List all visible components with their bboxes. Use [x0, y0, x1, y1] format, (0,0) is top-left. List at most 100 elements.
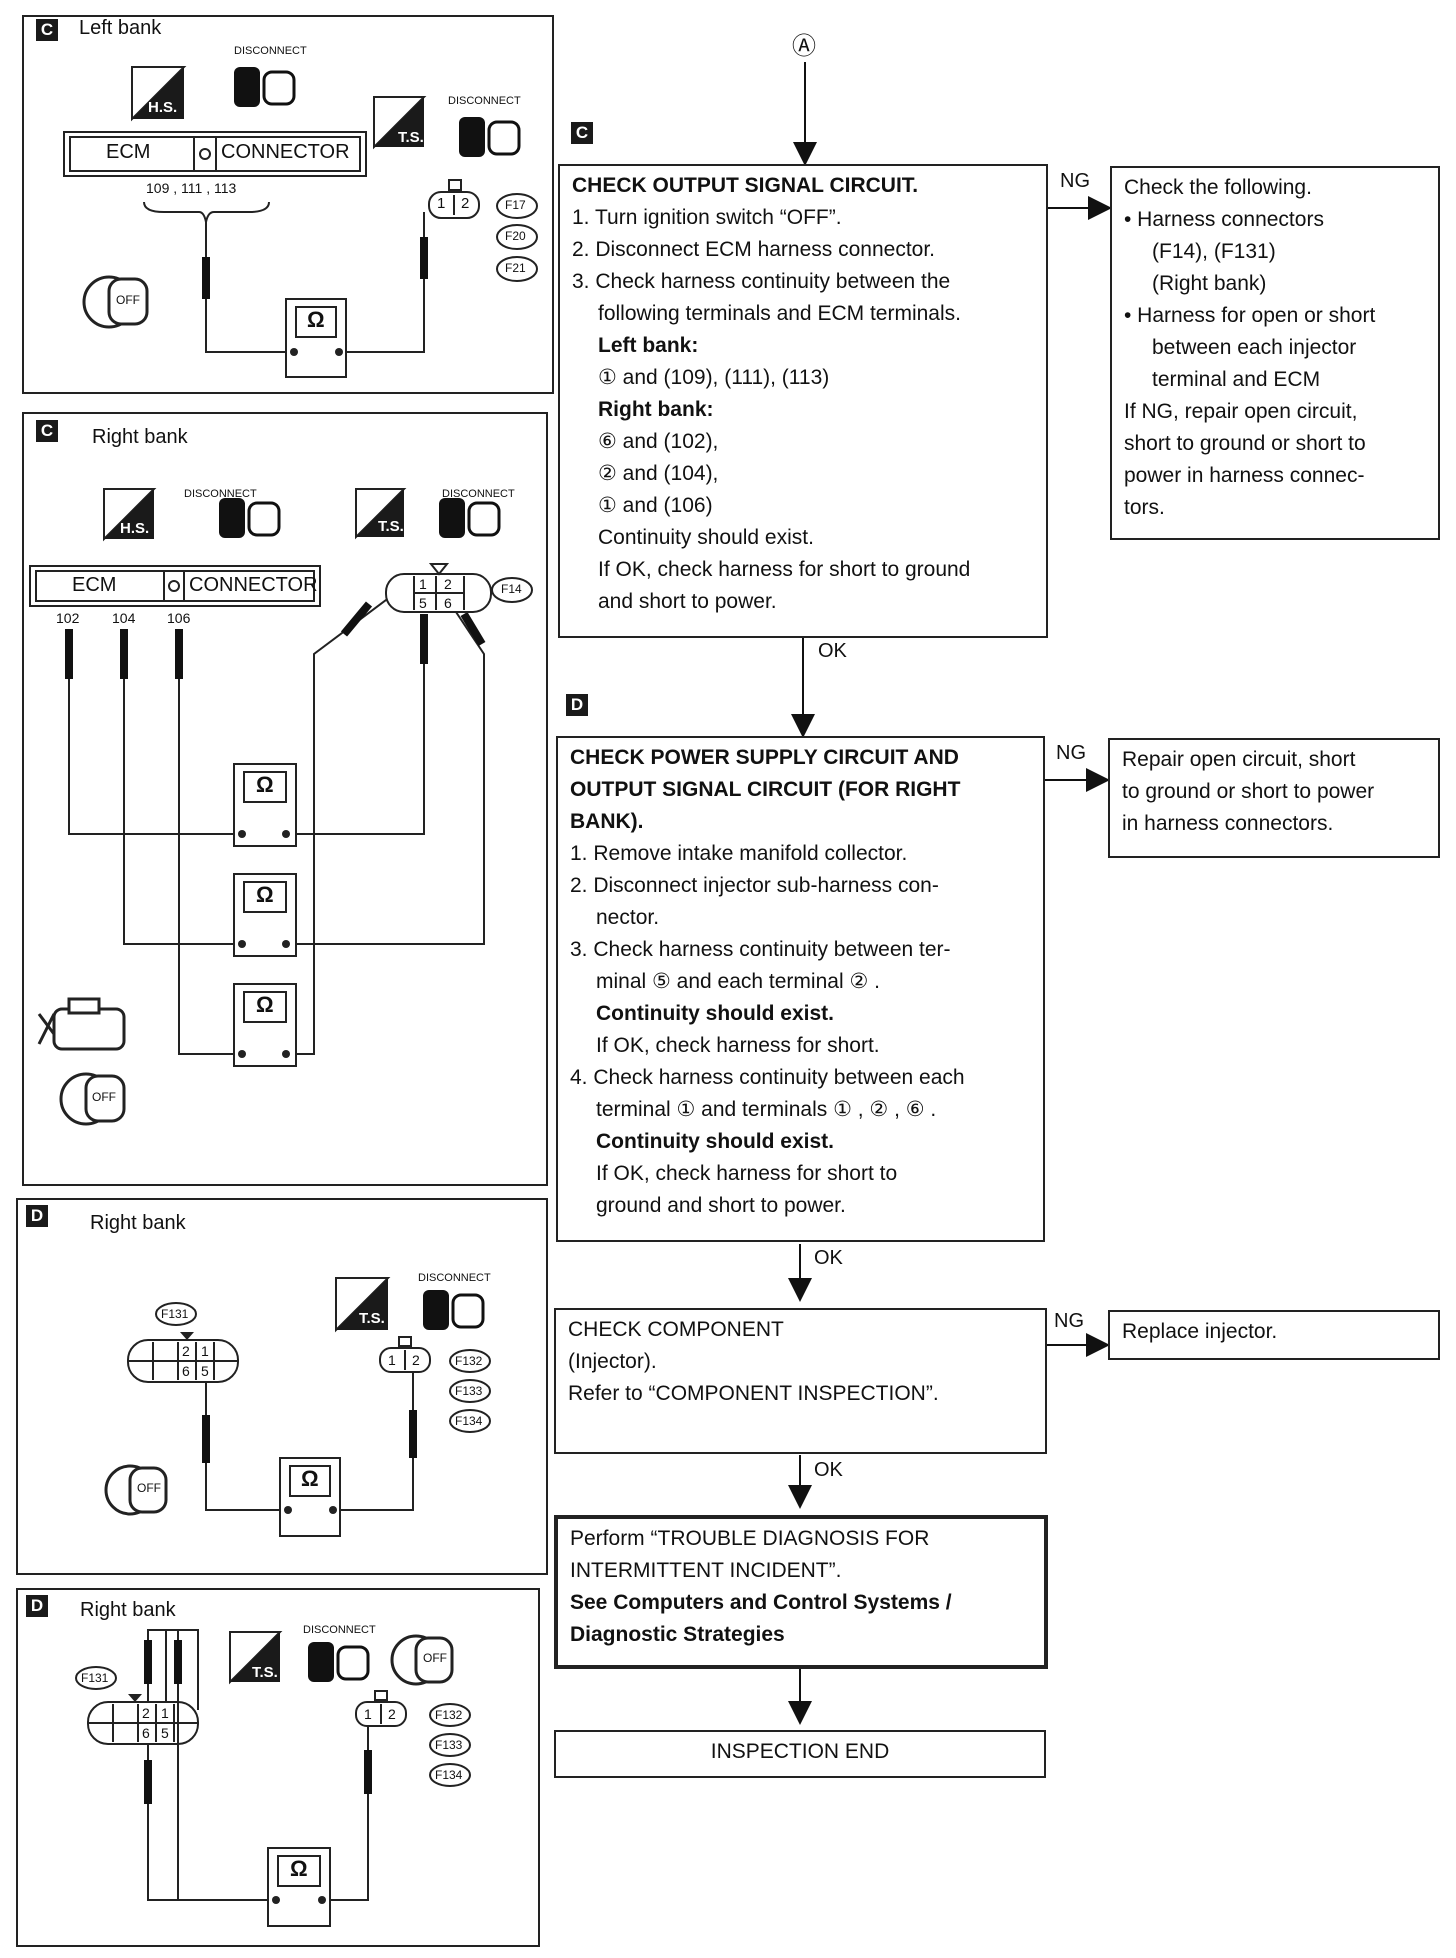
step-line: Diagnostic Strategies [570, 1623, 785, 1646]
ng-line: Check the following. [1124, 176, 1312, 199]
pin-1: 1 [161, 1705, 169, 1721]
connector-ref: F21 [505, 261, 526, 275]
ignition-off-icon [82, 275, 149, 329]
step-line: ① and (109), (111), (113) [598, 366, 830, 389]
step-line: 2. Disconnect injector sub-harness con- [570, 874, 939, 897]
engine-icon [37, 997, 126, 1051]
ecm-terminal: 106 [167, 610, 191, 626]
pin-2: 2 [388, 1706, 396, 1722]
ohm-meter-symbol: Ω [256, 992, 274, 1017]
disconnect-label: DISCONNECT [184, 488, 257, 500]
ecm-terminal: 104 [112, 610, 136, 626]
connector-ref: F131 [81, 1671, 109, 1685]
step-line: 1. Turn ignition switch “OFF”. [572, 206, 842, 229]
disconnect-label: DISCONNECT [448, 95, 521, 107]
pin-6: 6 [182, 1363, 190, 1379]
step-line: Left bank: [598, 334, 699, 357]
ohm-meter-symbol: Ω [307, 307, 325, 332]
ohm-meter-symbol: Ω [301, 1466, 319, 1491]
inspection-end-box: INSPECTION END [554, 1730, 1046, 1778]
ok-label: OK [814, 1247, 843, 1269]
step-tag: D [566, 694, 588, 716]
panel-title: Left bank [79, 17, 162, 39]
step-line: 1. Remove intake manifold collector. [570, 842, 908, 865]
step-tag: D [26, 1595, 48, 1617]
connector-ref: F17 [505, 198, 526, 212]
ohm-meter-symbol: Ω [256, 882, 274, 907]
ng-label: NG [1054, 1310, 1084, 1332]
diagram-panel-right-bank-d2: D Right bank [16, 1588, 540, 1947]
disconnect-label: DISCONNECT [234, 45, 307, 57]
hs-label: H.S. [120, 520, 150, 537]
disconnect-icon [459, 117, 521, 157]
pin-5: 5 [161, 1725, 169, 1741]
hs-icon-dark [132, 67, 184, 119]
disconnect-icon [219, 498, 281, 538]
panel3-wiring [104, 1277, 491, 1537]
off-label: OFF [92, 1090, 116, 1104]
off-label: OFF [137, 1481, 161, 1495]
ng-line: between each injector [1152, 336, 1357, 359]
ts-icon-dark [374, 97, 424, 147]
step-line: ⑥ and (102), [598, 430, 719, 453]
ohm-meter-symbol: Ω [256, 772, 274, 797]
off-label: OFF [116, 293, 140, 307]
ignition-off-icon [104, 1464, 168, 1516]
ng-label: NG [1060, 170, 1090, 192]
panel-title: Right bank [90, 1212, 186, 1234]
step-line: terminal ① and terminals ① , ② , ⑥ . [596, 1098, 937, 1121]
check-following-box: Check the following. • Harness connector… [1110, 166, 1440, 540]
ng-line: to ground or short to power [1122, 780, 1375, 803]
connector-ref: F14 [501, 582, 522, 596]
check-output-signal-box: CHECK OUTPUT SIGNAL CIRCUIT. 1. Turn ign… [558, 164, 1048, 638]
ts-label: T.S. [378, 518, 404, 535]
panel-title: Right bank [92, 426, 188, 448]
pin-1: 1 [419, 576, 427, 592]
ng-line: Replace injector. [1122, 1320, 1278, 1343]
step-line: ② and (104), [598, 462, 719, 485]
disconnect-icon [439, 498, 501, 538]
ng-line: in harness connectors. [1122, 812, 1334, 835]
step-line: If OK, check harness for short to ground [598, 558, 971, 581]
end-label: INSPECTION END [710, 1740, 890, 1763]
pin-5: 5 [201, 1363, 209, 1379]
pin-1: 1 [364, 1706, 372, 1722]
disconnect-label: DISCONNECT [442, 488, 515, 500]
pin-1: 1 [437, 195, 446, 212]
connector-label: CONNECTOR [189, 574, 318, 596]
trouble-diagnosis-box: Perform “TROUBLE DIAGNOSIS FOR INTERMITT… [554, 1515, 1048, 1669]
ecm-label: ECM [106, 141, 151, 163]
step-line: nector. [596, 906, 660, 929]
step-line: Perform “TROUBLE DIAGNOSIS FOR [570, 1527, 930, 1550]
ng-line: terminal and ECM [1152, 368, 1321, 391]
connector-label: CONNECTOR [221, 141, 350, 163]
ng-line: If NG, repair open circuit, [1124, 400, 1358, 423]
step-title: BANK). [570, 810, 644, 833]
ecm-terminals-label: 109 , 111 , 113 [146, 180, 237, 196]
panel1-wiring [63, 66, 538, 378]
step-line: Continuity should exist. [598, 526, 814, 549]
step-line: and short to power. [598, 590, 777, 613]
disconnect-label: DISCONNECT [418, 1272, 491, 1284]
repair-open-circuit-box: Repair open circuit, short to ground or … [1108, 738, 1440, 858]
step-line: If OK, check harness for short. [596, 1034, 880, 1057]
disconnect-label: DISCONNECT [303, 1624, 376, 1636]
ts-label: T.S. [398, 129, 424, 146]
ng-line: • Harness connectors [1124, 208, 1324, 231]
ecm-terminal: 102 [56, 610, 80, 626]
step-line: See Computers and Control Systems / [570, 1591, 952, 1614]
step-tag: D [26, 1205, 48, 1227]
step-line: minal ⑤ and each terminal ② . [596, 970, 880, 993]
connector-ref: F134 [435, 1768, 463, 1782]
step-title: CHECK POWER SUPPLY CIRCUIT AND [570, 746, 959, 769]
diagram-panel-left-bank-c: C Left bank [22, 15, 554, 394]
pin-6: 6 [142, 1725, 150, 1741]
start-marker: Ⓐ [792, 33, 816, 60]
step-line: 4. Check harness continuity between each [570, 1066, 965, 1089]
pin-2: 2 [142, 1705, 150, 1721]
ng-line: power in harness connec- [1124, 464, 1365, 487]
step-line: INTERMITTENT INCIDENT”. [570, 1559, 842, 1582]
pin-1: 1 [388, 1352, 396, 1368]
pin-2: 2 [182, 1343, 190, 1359]
